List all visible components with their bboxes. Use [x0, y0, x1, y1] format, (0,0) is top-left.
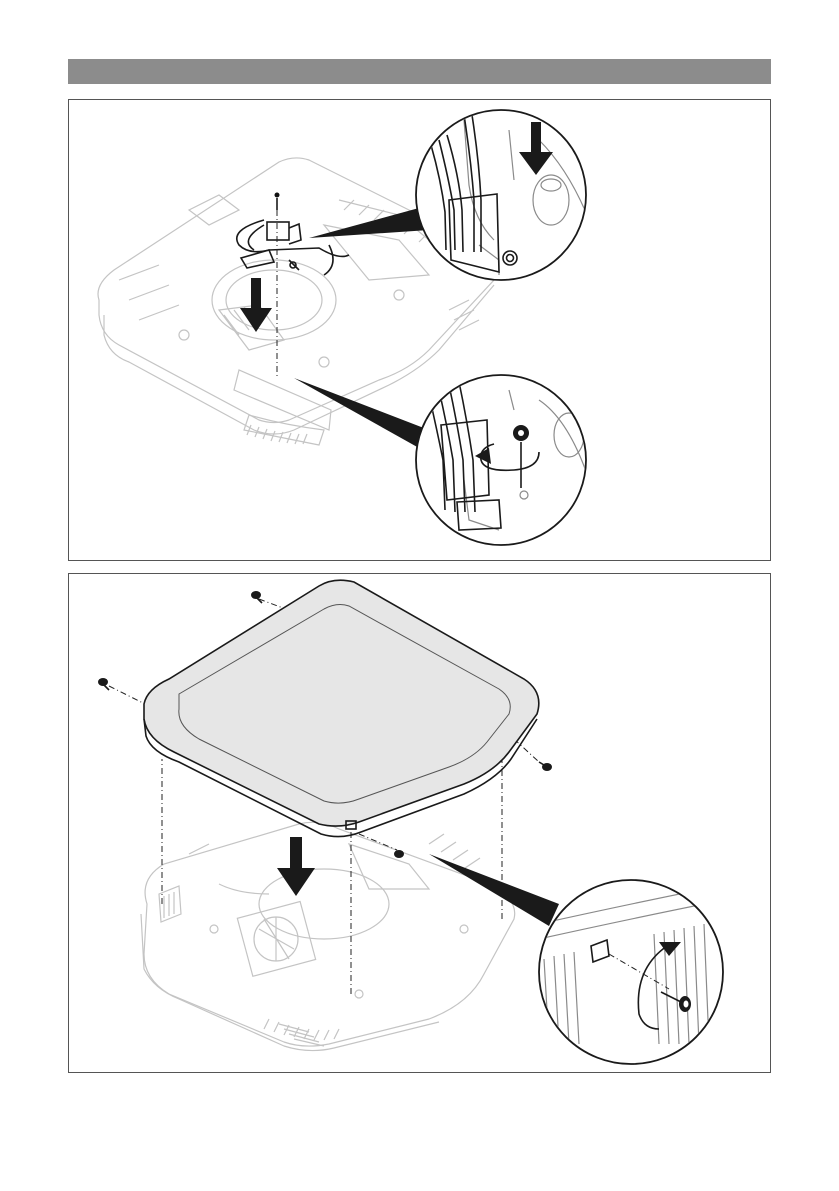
detail-circle-screw-rotate: [416, 375, 589, 545]
step-panel-cable-clamp: [68, 99, 771, 561]
screw-icon: [539, 762, 552, 771]
screw-icon: [275, 193, 280, 211]
callout-pointer: [429, 854, 559, 926]
down-arrow-icon: [277, 837, 315, 896]
callout-pointer: [309, 208, 429, 238]
screw-icon: [251, 591, 262, 603]
screw-icon: [98, 678, 109, 690]
lid-cover: [144, 580, 539, 836]
assembly-illustration-1: [69, 100, 772, 562]
callout-pointer: [294, 378, 429, 448]
section-header-bar: [68, 59, 771, 84]
step-panel-lid-mount: [68, 573, 771, 1073]
cable-clamp: [237, 220, 349, 275]
assembly-illustration-2: [69, 574, 772, 1074]
housing-base-ghost: [141, 822, 515, 1050]
detail-circle-cables: [416, 110, 589, 280]
detail-circle-side-screw-rotate: [539, 880, 729, 1064]
screw-icon: [394, 850, 404, 858]
